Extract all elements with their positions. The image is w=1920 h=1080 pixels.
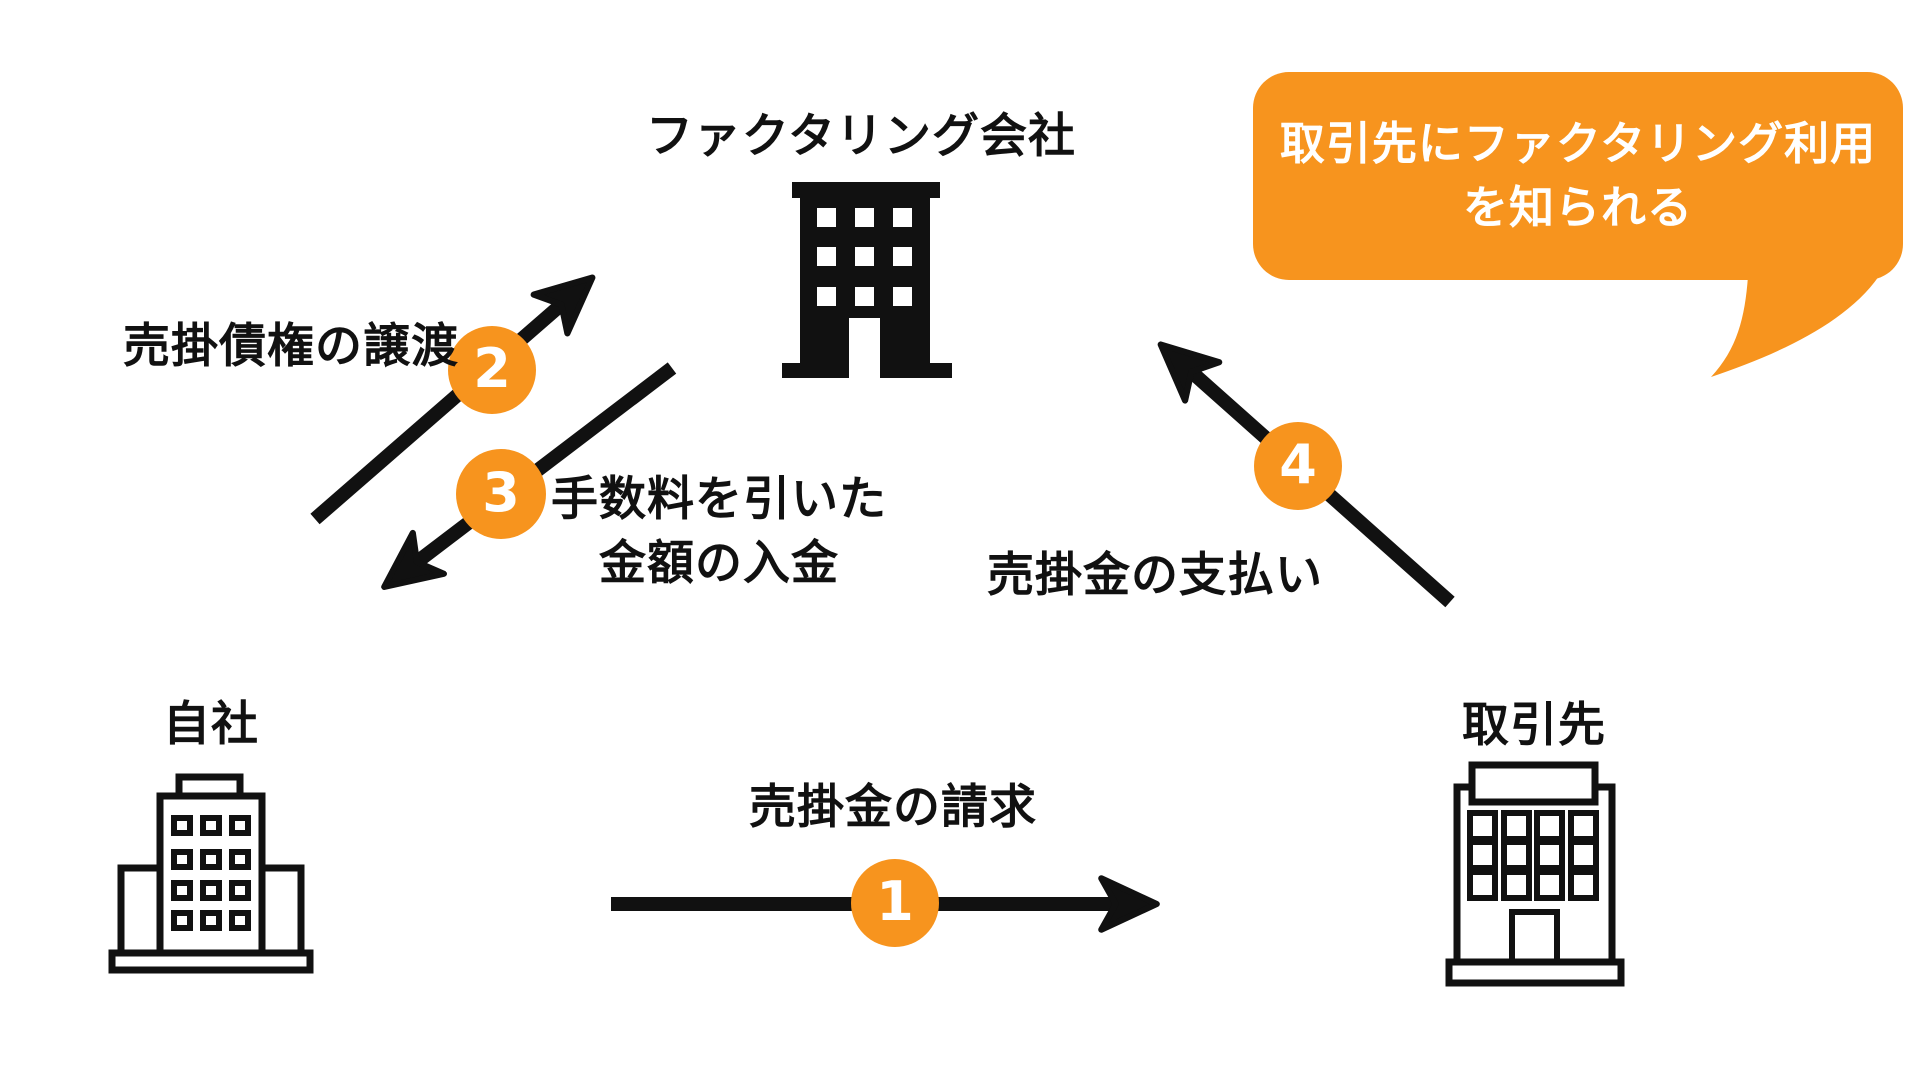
step3-badge-circle	[456, 449, 546, 539]
factoring-company-label: ファクタリング会社	[645, 109, 1077, 164]
step2-label: 売掛債権の譲渡	[123, 319, 459, 374]
step1-number: 1	[876, 869, 914, 933]
callout-bubble: 取引先にファクタリング利用 を知られる	[1253, 72, 1903, 280]
own-company-label: 自社	[163, 697, 259, 752]
step4-badge-circle	[1254, 422, 1342, 510]
step4-number: 4	[1279, 432, 1317, 496]
step2-badge-circle	[448, 326, 536, 414]
client-label: 取引先	[1462, 698, 1606, 753]
step3-number: 3	[482, 460, 520, 524]
step4-label: 売掛金の支払い	[987, 548, 1323, 603]
own-company-building-icon	[108, 773, 314, 974]
step1-badge-circle	[851, 859, 939, 947]
factoring-company-building-icon	[782, 182, 952, 378]
callout-tail	[1711, 276, 1879, 377]
step2-number: 2	[473, 336, 511, 400]
callout-text: 取引先にファクタリング利用 を知られる	[1279, 117, 1877, 234]
step1-label: 売掛金の請求	[749, 780, 1037, 835]
step3-label: 手数料を引いた 金額の入金	[551, 472, 887, 591]
client-building-icon	[1445, 761, 1625, 987]
arrow-step2-transfer	[310, 274, 596, 525]
